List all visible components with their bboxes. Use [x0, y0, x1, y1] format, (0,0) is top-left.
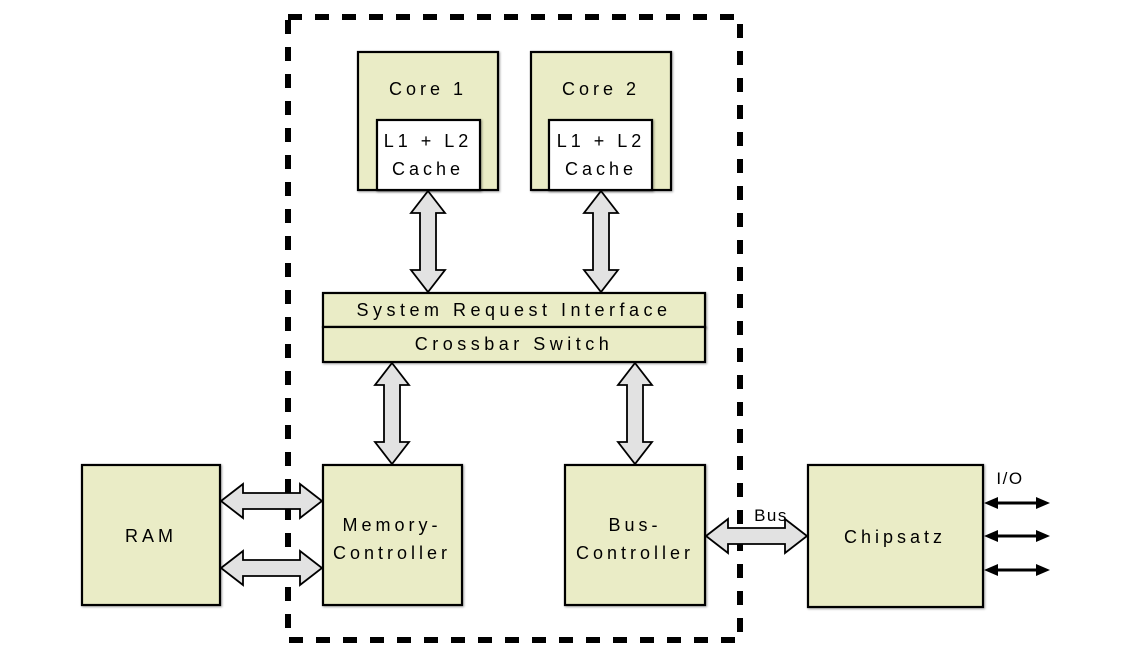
io-arrow-2 — [984, 530, 1050, 542]
core1-label: Core 1 — [389, 79, 467, 99]
chipset-label: Chipsatz — [844, 527, 946, 547]
system-request-interface-label: System Request Interface — [356, 300, 671, 320]
cache1-label-line1: L1 + L2 — [384, 131, 473, 151]
chipset-box — [806, 463, 985, 609]
cache2-label-line1: L1 + L2 — [557, 131, 646, 151]
core2-label: Core 2 — [562, 79, 640, 99]
system-request-interface-bar — [321, 291, 707, 329]
crossbar-switch-label: Crossbar Switch — [415, 334, 614, 354]
cpu-die-boundary — [285, 14, 743, 643]
cache2-box — [547, 118, 654, 192]
crossbar-switch-bar — [321, 325, 707, 364]
io-arrow-3 — [984, 564, 1050, 576]
memory-controller-label-line1: Memory- — [343, 515, 442, 535]
cache1-label-line2: Cache — [392, 159, 464, 179]
cache1-box — [375, 118, 482, 192]
io-arrow-1 — [984, 497, 1050, 509]
io-label: I/O — [996, 469, 1023, 488]
ram-box — [80, 463, 222, 607]
memory-controller-box — [321, 463, 464, 607]
bus-controller-box — [563, 463, 707, 607]
bus-controller-label-line2: Controller — [576, 543, 694, 563]
ram-label: RAM — [125, 526, 177, 546]
bus-label: Bus — [754, 506, 788, 525]
cache2-label-line2: Cache — [565, 159, 637, 179]
bus-controller-label-line1: Bus- — [608, 515, 661, 535]
memory-controller-label-line2: Controller — [333, 543, 451, 563]
